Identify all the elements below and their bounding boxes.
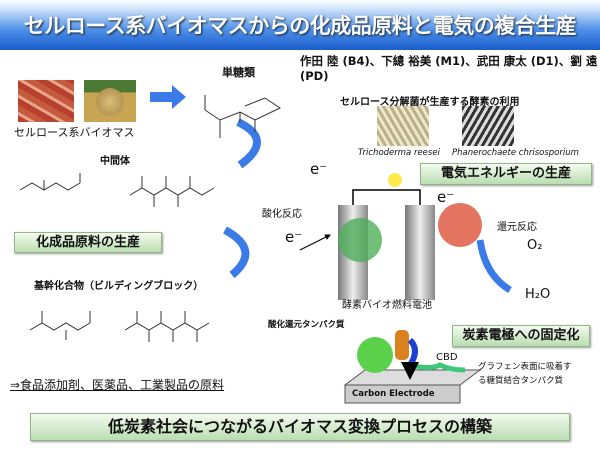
electron-label: e⁻ [310, 160, 328, 178]
enzyme-use-label: セルロース分解菌が生産する酵素の利用 [340, 97, 520, 108]
chemical-production-box: 化成品原料の生産 [14, 232, 162, 253]
intermediate-label: 中間体 [100, 156, 130, 167]
carbon-electrode-label: Carbon Electrode [352, 389, 435, 399]
fuel-cell-label: 酵素バイオ燃料電池 [342, 300, 432, 311]
biomass-label: セルロース系バイオマス [14, 126, 135, 139]
cbd-label: CBD [436, 352, 458, 363]
oxidation-label: 酸化反応 [262, 209, 302, 220]
authors: 作田 陸 (B4)、下總 裕美 (M1)、武田 康太 (D1)、劉 遠 (PD) [300, 54, 598, 83]
fungus-name: Phanerochaete chrisosporium [452, 148, 579, 158]
cathode-electrode [405, 205, 435, 300]
page-title: セルロース系バイオマスからの化成品原料と電気の複合生産 [23, 14, 577, 38]
trichoderma-micrograph [377, 106, 429, 146]
monosaccharide-label: 単糖類 [222, 66, 255, 79]
intermediate-structures [19, 173, 215, 207]
circuit-wire [352, 189, 421, 205]
applications-text: ⇒食品添加剤、医薬品、工業製品の原料 [10, 378, 225, 392]
enzyme-anode [338, 218, 382, 262]
carbon-fixation-box: 炭素電極への固定化 [452, 325, 590, 347]
glucose-structure [204, 95, 282, 138]
o2-label: O₂ [527, 238, 543, 253]
biomass-arrow [150, 85, 186, 109]
phanerochaete-micrograph [462, 106, 514, 146]
fungus-name: Trichoderma reesei [358, 148, 440, 158]
hay-bale-photo [84, 80, 136, 122]
curved-arrow-3 [476, 239, 512, 294]
redox-protein-label: 酸化還元タンパク質 [268, 320, 345, 330]
title-bar: セルロース系バイオマスからの化成品原料と電気の複合生産 [0, 0, 600, 50]
h2o-label: H₂O [525, 287, 551, 302]
electron-label: e⁻ [437, 188, 455, 206]
cbd-description: グラフェン表面に吸着す [478, 362, 572, 372]
reduction-label: 還元反応 [497, 222, 537, 233]
cbd-description: る糖質結合タンパク質 [478, 376, 564, 386]
building-block-label: 基幹化合物（ビルディングブロック） [34, 281, 204, 292]
electron-label: e⁻ [285, 228, 303, 246]
curved-arrow-2 [222, 226, 250, 279]
electricity-production-box: 電気エネルギーの生産 [420, 163, 592, 185]
building-block-structures [29, 311, 210, 342]
curved-arrow-1 [236, 118, 261, 169]
enzyme-cathode [438, 203, 482, 247]
bottom-banner: 低炭素社会につながるバイオマス変換プロセスの構築 [30, 413, 570, 441]
redox-protein [357, 337, 393, 373]
light-bulb-icon [388, 173, 402, 187]
wood-photo [18, 80, 74, 122]
